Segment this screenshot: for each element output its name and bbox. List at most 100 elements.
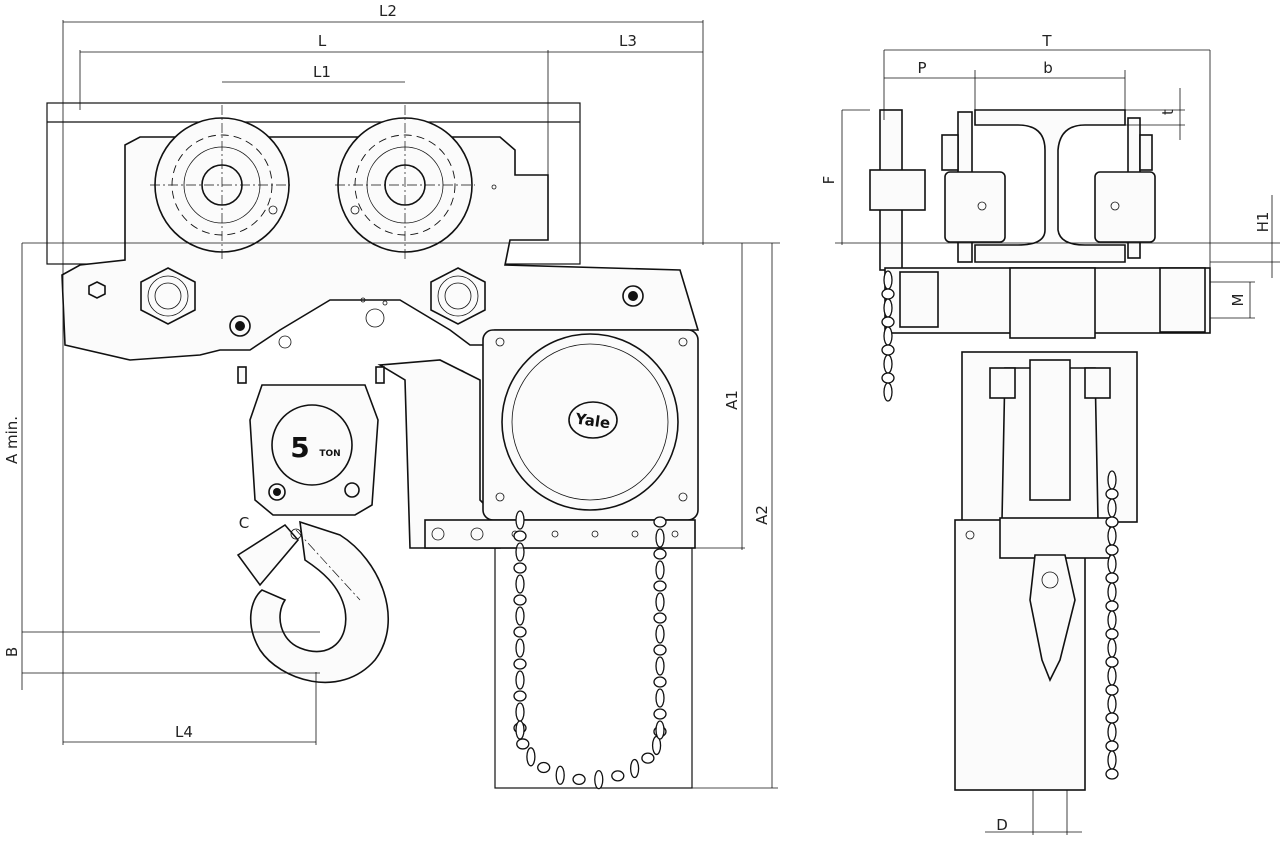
dim-label-b: b [1043, 59, 1053, 77]
chain-link [655, 720, 665, 740]
chain-link [883, 382, 893, 402]
dim-label-P: P [917, 59, 926, 77]
front-view: Yale 5 TON [3, 2, 780, 790]
side-hand-chain-left [881, 270, 895, 402]
chain-link [655, 624, 665, 644]
chain-link [655, 688, 665, 708]
dim-label-M: M [1229, 294, 1247, 307]
chain-link [555, 765, 565, 785]
chain-link [572, 773, 586, 786]
chain-link [1105, 684, 1119, 696]
chain-link [515, 670, 525, 690]
chain-link [594, 769, 604, 790]
chain-link [515, 574, 525, 594]
dim-label-A2: A2 [753, 505, 771, 525]
dim-label-L2: L2 [379, 2, 397, 20]
chain-link [655, 656, 665, 676]
bottom-block: 5 TON [237, 366, 385, 516]
chain-link [1105, 544, 1119, 556]
dim-label-T: T [1041, 32, 1052, 50]
chain-link [1107, 694, 1117, 714]
chain-link [1105, 572, 1119, 584]
chain-link [513, 626, 527, 638]
dim-label-D: D [996, 816, 1008, 834]
chain-link [1107, 638, 1117, 658]
chain-link [1105, 628, 1119, 640]
dim-label-L4: L4 [175, 723, 193, 741]
side-view: T P b t F H1 M D [820, 32, 1280, 835]
chain-link [881, 316, 895, 328]
chain-link [515, 542, 525, 562]
chain-link [653, 516, 667, 528]
chain-link [653, 580, 667, 592]
dim-label-L3: L3 [619, 32, 637, 50]
chain-link [1105, 768, 1119, 780]
chain-link [611, 770, 625, 782]
axle-nut-left [140, 267, 196, 325]
chain-link [526, 747, 536, 767]
dim-label-A-min: A min. [3, 416, 21, 464]
dim-label-L: L [318, 32, 327, 50]
dim-label-H1: H1 [1254, 212, 1272, 233]
chain-link [515, 638, 525, 658]
chain-link [515, 510, 525, 530]
chain-link [1107, 666, 1117, 686]
chain-link [641, 752, 655, 764]
hand-chain [513, 510, 667, 790]
chain-link [537, 761, 551, 774]
chain-link [1107, 582, 1117, 602]
chain-link [1105, 712, 1119, 724]
chain-link [1107, 498, 1117, 518]
load-hook [236, 520, 390, 684]
chain-link [1107, 526, 1117, 546]
chain-link [653, 644, 667, 656]
chain-link [515, 606, 525, 626]
axle-nut-right [430, 267, 486, 325]
chain-wheel-housing [482, 329, 699, 521]
chain-link [1107, 750, 1117, 770]
chain-link [513, 562, 527, 574]
chain-link [1107, 610, 1117, 630]
capacity-unit: TON [319, 449, 340, 459]
dim-label-A1: A1 [723, 390, 741, 410]
dim-label-C: C [239, 514, 249, 532]
chain-link [653, 548, 667, 560]
chain-link [881, 288, 895, 300]
side-chain-bag [954, 519, 1086, 791]
dim-label-t: t [1159, 109, 1177, 115]
i-beam-section [974, 109, 1126, 263]
side-hand-chain-right [1105, 470, 1119, 780]
chain-link [515, 720, 525, 740]
chain-link [653, 612, 667, 624]
chain-link [513, 690, 527, 702]
dim-label-F: F [820, 176, 838, 185]
chain-link [655, 592, 665, 612]
chain-link [653, 708, 667, 720]
chain-link [1107, 470, 1117, 490]
chain-link [515, 702, 525, 722]
side-hook [1029, 554, 1076, 682]
chain-link [883, 298, 893, 318]
chain-link [1105, 656, 1119, 668]
dim-label-B: B [3, 647, 21, 657]
chain-link [883, 354, 893, 374]
chain-link [655, 560, 665, 580]
chain-link [1105, 516, 1119, 528]
chain-link [881, 344, 895, 356]
chain-link [513, 594, 527, 606]
chain-link [513, 530, 527, 542]
side-dimensions [835, 49, 1280, 835]
chain-link [513, 658, 527, 670]
chain-link [1105, 600, 1119, 612]
chain-link [516, 738, 530, 750]
chain-link [883, 326, 893, 346]
capacity-number: 5 [290, 431, 309, 464]
chain-link [653, 676, 667, 688]
chain-link [1105, 488, 1119, 500]
front-dimensions [21, 20, 780, 789]
chain-link [883, 270, 893, 290]
chain-link [1107, 554, 1117, 574]
chain-link [1105, 740, 1119, 752]
chain-link [629, 758, 640, 779]
